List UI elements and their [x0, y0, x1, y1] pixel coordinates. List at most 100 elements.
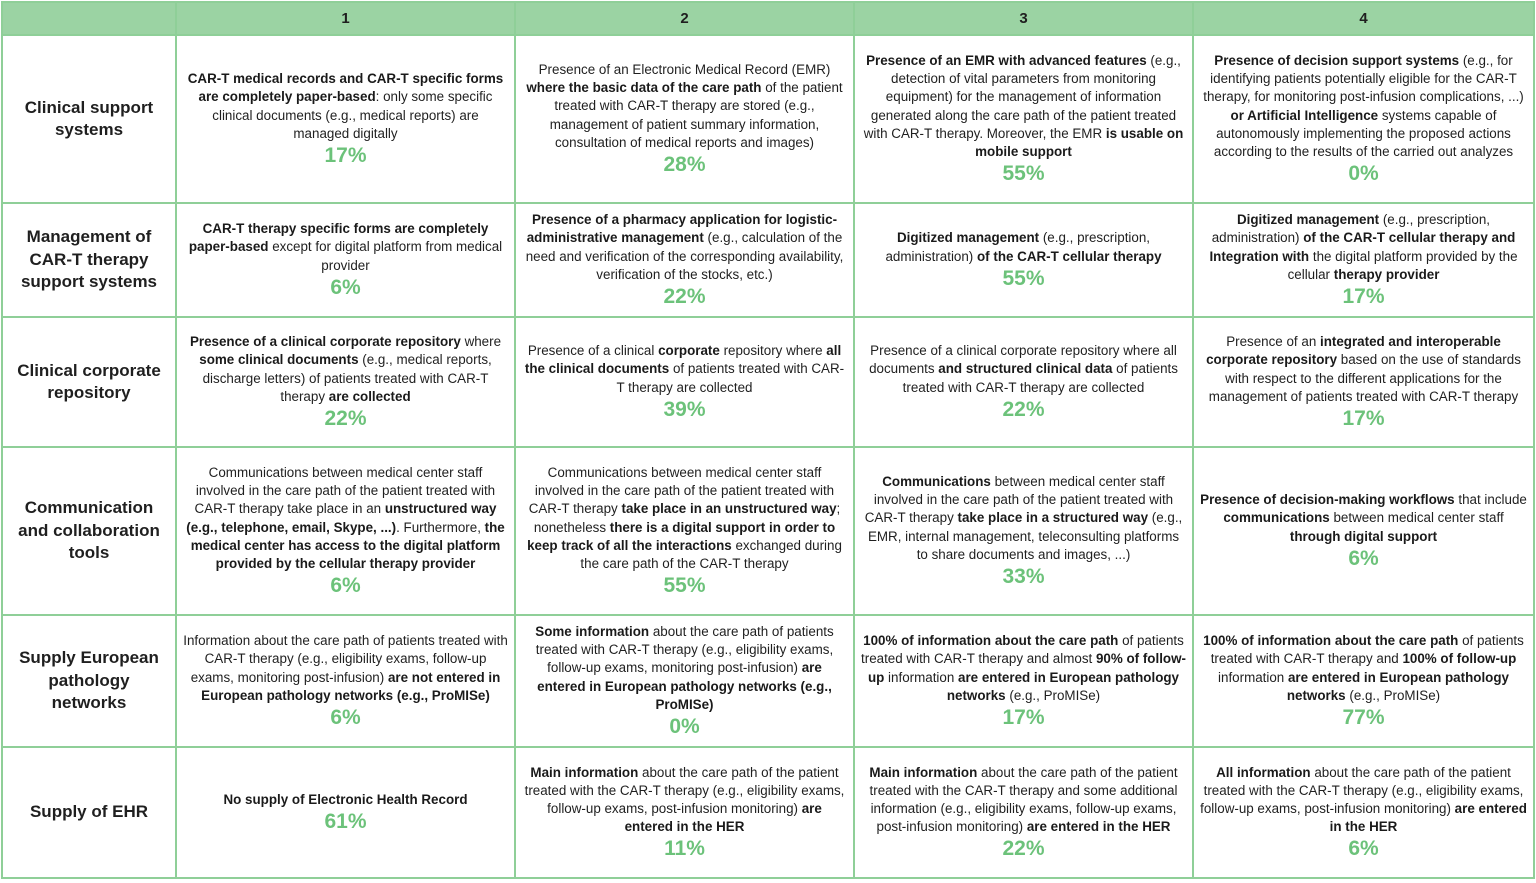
cell-text: the digital platform provided by the cel… [1287, 248, 1518, 282]
cell-description: Presence of decision support systems (e.… [1203, 53, 1524, 159]
column-header-3: 3 [853, 1, 1194, 36]
cell-text-bold: Main information [530, 764, 639, 780]
cell-text-bold: is usable on mobile support [975, 125, 1184, 159]
cell-description: Information about the care path of patie… [183, 633, 508, 703]
cell-text: about the care path of the patient treat… [869, 764, 1178, 835]
cell-text-bold: corporate [658, 343, 720, 359]
header-corner [1, 1, 177, 36]
cell-text: systems capable of autonomously implemen… [1213, 107, 1514, 159]
row-label: Management of CAR-T therapy support syst… [1, 202, 177, 318]
cell-text-bold: are entered in the HER [1329, 801, 1527, 835]
cell-text: of patients treated with CAR-T therapy a… [902, 361, 1178, 395]
cell-percentage: 55% [1002, 266, 1045, 290]
cell-description: Presence of decision-making workflows th… [1200, 492, 1527, 543]
cell-description: Presence of an Electronic Medical Record… [526, 62, 842, 150]
cell-text: Presence of an Electronic Medical Record… [538, 61, 831, 77]
cell-description: Some information about the care path of … [535, 624, 833, 712]
cell-text-bold: Digitized management [1236, 212, 1380, 228]
cell-text: ; nonetheless [533, 501, 841, 535]
cell-text-bold: where the basic data of the care path [526, 80, 762, 96]
row-label: Supply European pathology networks [1, 614, 177, 748]
cell-text: : only some specific clinical documents … [212, 89, 493, 141]
cell-text: (e.g., ProMISe) [1005, 687, 1101, 703]
cell-text: (e.g., prescription, administration) [885, 230, 1151, 264]
header-row: 1 2 3 4 [1, 1, 1535, 36]
cell-description: Presence of a clinical corporate reposit… [525, 343, 844, 394]
cell-text-bold: Presence of a clinical corporate reposit… [189, 334, 461, 350]
cell-text: . Furthermore, [396, 519, 485, 535]
matrix-cell: Presence of a clinical corporate reposit… [853, 316, 1194, 448]
cell-percentage: 6% [330, 275, 361, 299]
column-header-1: 1 [175, 1, 516, 36]
cell-text: of patients treated with CAR-T therapy a… [861, 633, 1184, 667]
matrix-cell: Main information about the care path of … [514, 746, 855, 879]
cell-text-bold: Presence of decision-making workflows [1200, 492, 1455, 508]
cell-description: Presence of a clinical corporate reposit… [869, 343, 1178, 394]
cell-text: of patients treated with CAR-T therapy a… [616, 361, 845, 395]
cell-description: Main information about the care path of … [525, 765, 845, 835]
cell-description: No supply of Electronic Health Record [223, 792, 467, 807]
cell-text-bold: CAR-T medical records and CAR-T specific… [187, 71, 504, 105]
cell-text-bold: Some information [535, 623, 650, 639]
matrix-cell: 100% of information about the care path … [853, 614, 1194, 748]
cell-text-bold: Communications [882, 473, 991, 489]
matrix-cell: 100% of information about the care path … [1192, 614, 1535, 748]
cell-text-bold: of the CAR-T cellular therapy [977, 248, 1162, 264]
matrix-cell: Communications between medical center st… [853, 446, 1194, 616]
row-label: Clinical corporate repository [1, 316, 177, 448]
matrix-cell: All information about the care path of t… [1192, 746, 1535, 879]
cell-text-bold: are not entered in European pathology ne… [201, 669, 501, 703]
cell-description: Communications between medical center st… [527, 465, 842, 571]
cell-text: (e.g., calculation of the need and verif… [525, 230, 844, 282]
cell-text-bold: Presence of a pharmacy application for l… [526, 212, 838, 246]
matrix-cell: Main information about the care path of … [853, 746, 1194, 879]
cell-text-bold: are entered in European pathology networ… [1286, 669, 1509, 703]
matrix-cell: Presence of decision-making workflows th… [1192, 446, 1535, 616]
matrix-cell: Presence of an EMR with advanced feature… [853, 34, 1194, 204]
cell-text-bold: 90% of follow-up [867, 651, 1186, 685]
cell-description: 100% of information about the care path … [861, 633, 1186, 703]
cell-text-bold: integrated and interoperable corporate r… [1206, 334, 1501, 368]
cell-text-bold: are collected [328, 388, 411, 404]
matrix-cell: Presence of a pharmacy application for l… [514, 202, 855, 318]
cell-text-bold: unstructured way (e.g., telephone, email… [186, 501, 497, 535]
cell-description: Presence of a clinical corporate reposit… [190, 334, 501, 404]
row-label: Communication and collaboration tools [1, 446, 177, 616]
matrix-cell: Presence of decision support systems (e.… [1192, 34, 1535, 204]
cell-percentage: 0% [1348, 162, 1379, 186]
matrix-cell: Some information about the care path of … [514, 614, 855, 748]
cell-text: about the care path of the patient treat… [524, 764, 845, 816]
cell-description: Presence of a pharmacy application for l… [526, 212, 844, 282]
cell-description: Communications between medical center st… [186, 465, 505, 571]
cell-text: (e.g., prescription, administration) [1211, 212, 1491, 246]
matrix-cell: Digitized management (e.g., prescription… [1192, 202, 1535, 318]
cell-text-bold: are entered in the HER [624, 801, 822, 835]
cell-text: between medical center staff [1329, 510, 1504, 526]
cell-text-bold: the medical center has access to the dig… [190, 519, 505, 571]
cell-percentage: 17% [1342, 406, 1385, 430]
cell-text-bold: therapy provider [1333, 266, 1440, 282]
column-header-4: 4 [1192, 1, 1535, 36]
cell-percentage: 6% [1348, 546, 1379, 570]
matrix-cell: Digitized management (e.g., prescription… [853, 202, 1194, 318]
cell-text: information [884, 669, 959, 685]
cell-text: Presence of a clinical [527, 343, 659, 359]
cell-text-bold: of the CAR-T cellular therapy and Integr… [1209, 230, 1516, 264]
cell-percentage: 22% [1002, 837, 1045, 861]
cell-text: Information about the care path of patie… [183, 633, 508, 685]
table-row: Clinical corporate repository Presence of… [1, 316, 1535, 448]
cell-text: (e.g., for identifying patients potentia… [1203, 52, 1524, 105]
cell-description: Communications between medical center st… [865, 474, 1183, 562]
cell-text: of patients treated with CAR-T therapy a… [1210, 633, 1524, 667]
cell-description: CAR-T therapy specific forms are complet… [189, 221, 502, 272]
matrix-cell: CAR-T medical records and CAR-T specific… [175, 34, 516, 204]
cell-text-bold: all the clinical documents [524, 343, 842, 377]
cell-text: where [460, 334, 502, 350]
cell-percentage: 28% [663, 153, 706, 176]
cell-percentage: 39% [663, 397, 706, 421]
